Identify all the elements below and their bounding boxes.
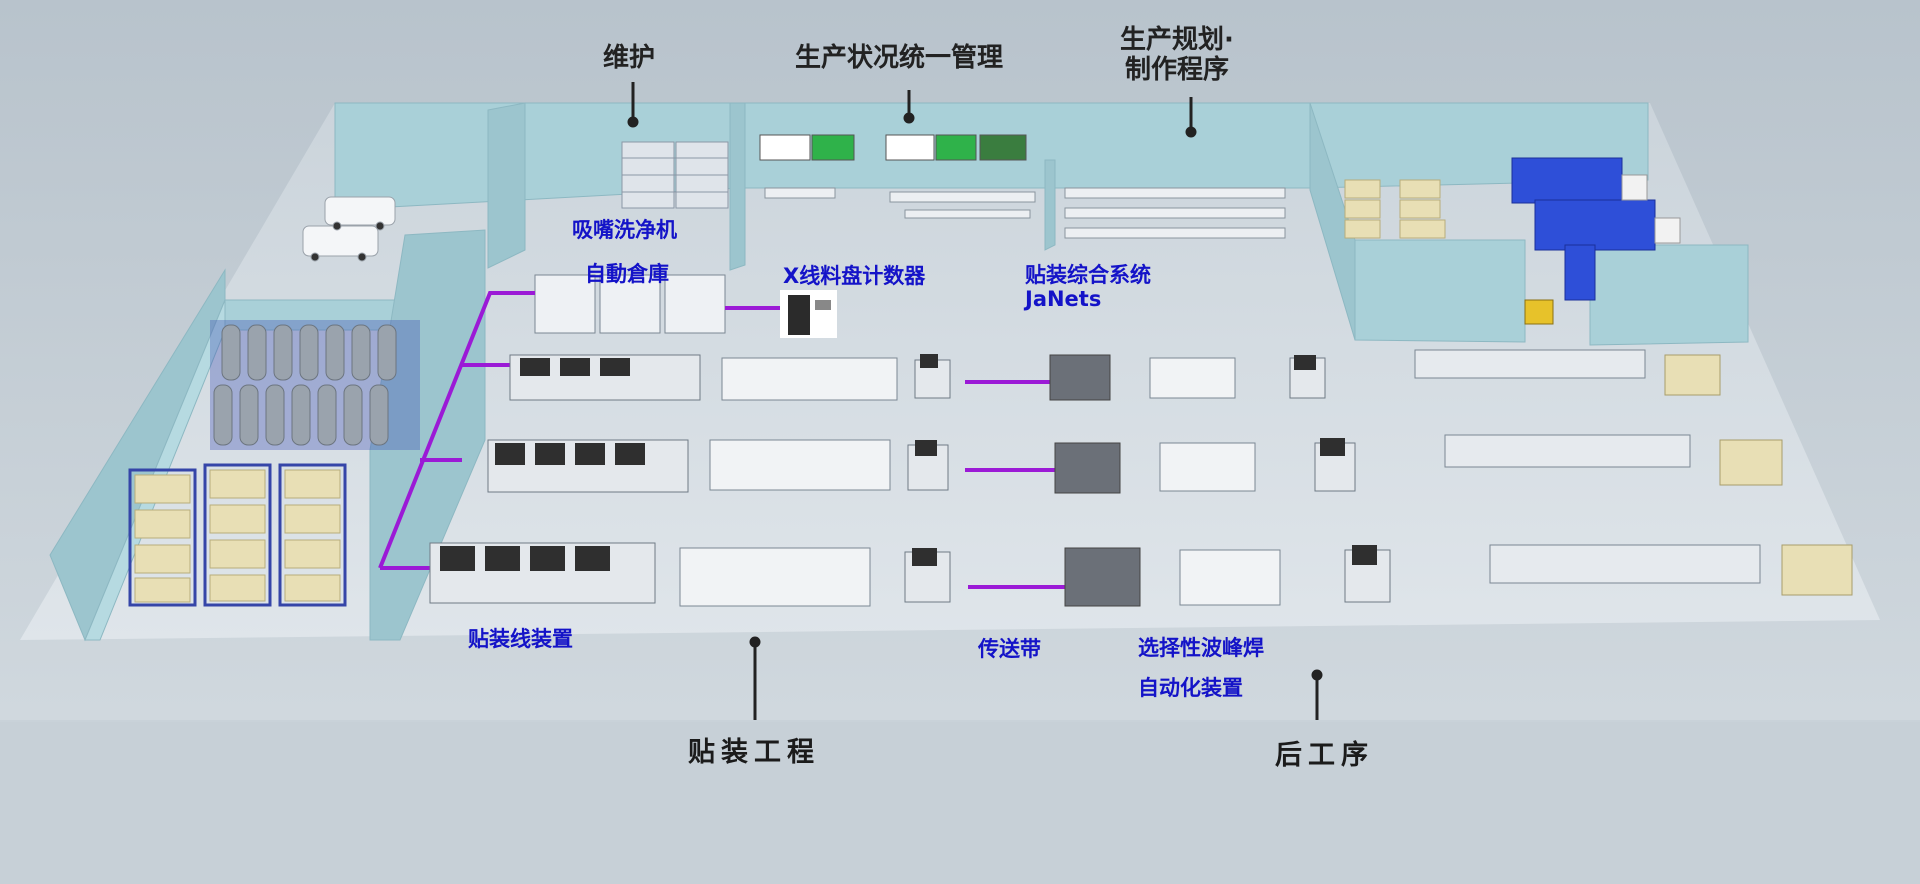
post-line-3 bbox=[1064, 545, 1391, 607]
trucks bbox=[1511, 157, 1681, 325]
label-selective-wave: 选择性波峰焊 自动化装置 bbox=[1138, 636, 1264, 700]
maintenance-shelves bbox=[621, 141, 729, 209]
label-planning-line1: 生产规划· bbox=[1120, 25, 1234, 55]
pointer-lines bbox=[627, 82, 1323, 720]
label-mount-process: 贴装工程 bbox=[688, 737, 820, 768]
lower-band bbox=[0, 722, 1920, 884]
post-line-2 bbox=[1054, 438, 1356, 494]
label-xray-counter: X线料盘计数器 bbox=[783, 264, 926, 288]
mount-line-1 bbox=[509, 354, 951, 401]
label-conveyor: 传送带 bbox=[978, 637, 1041, 661]
label-selective-wave-line2: 自动化装置 bbox=[1138, 676, 1243, 701]
label-janets-line1: 贴装综合系统 bbox=[1025, 263, 1151, 287]
shipping-pallets bbox=[1344, 179, 1446, 239]
label-auto-warehouse: 自動倉庫 bbox=[585, 262, 669, 286]
mount-line-2 bbox=[487, 439, 949, 493]
label-maintenance: 维护 bbox=[603, 43, 656, 73]
mount-line-3 bbox=[429, 542, 951, 607]
delivery-vans bbox=[302, 196, 396, 262]
label-production-management: 生产状况统一管理 bbox=[795, 43, 1004, 73]
warehouse-racks-lower bbox=[128, 463, 347, 607]
label-janets: 贴装综合系统 JaNets bbox=[1025, 263, 1151, 311]
label-nozzle-cleaner: 吸嘴洗净机 bbox=[572, 218, 677, 242]
label-mount-line-device: 贴装线装置 bbox=[468, 627, 573, 651]
back-walls bbox=[334, 102, 1749, 346]
auto-warehouse-machines bbox=[534, 274, 726, 334]
label-selective-wave-line1: 选择性波峰焊 bbox=[1138, 636, 1264, 660]
monitor-wall bbox=[759, 134, 1027, 161]
xray-counter-machine bbox=[780, 290, 837, 338]
label-planning: 生产规划· 制作程序 bbox=[1120, 25, 1234, 86]
label-planning-line2: 制作程序 bbox=[1124, 54, 1229, 85]
assembly-benches bbox=[1414, 349, 1853, 596]
label-janets-line2: JaNets bbox=[1025, 287, 1102, 312]
warehouse-racks-upper bbox=[210, 320, 420, 450]
mount-lines bbox=[429, 354, 951, 607]
network-connectors bbox=[378, 291, 1065, 589]
office-desks bbox=[764, 187, 1286, 239]
label-post-process: 后工序 bbox=[1275, 740, 1374, 771]
post-line-1 bbox=[1049, 354, 1326, 401]
post-process-lines bbox=[1049, 354, 1391, 607]
